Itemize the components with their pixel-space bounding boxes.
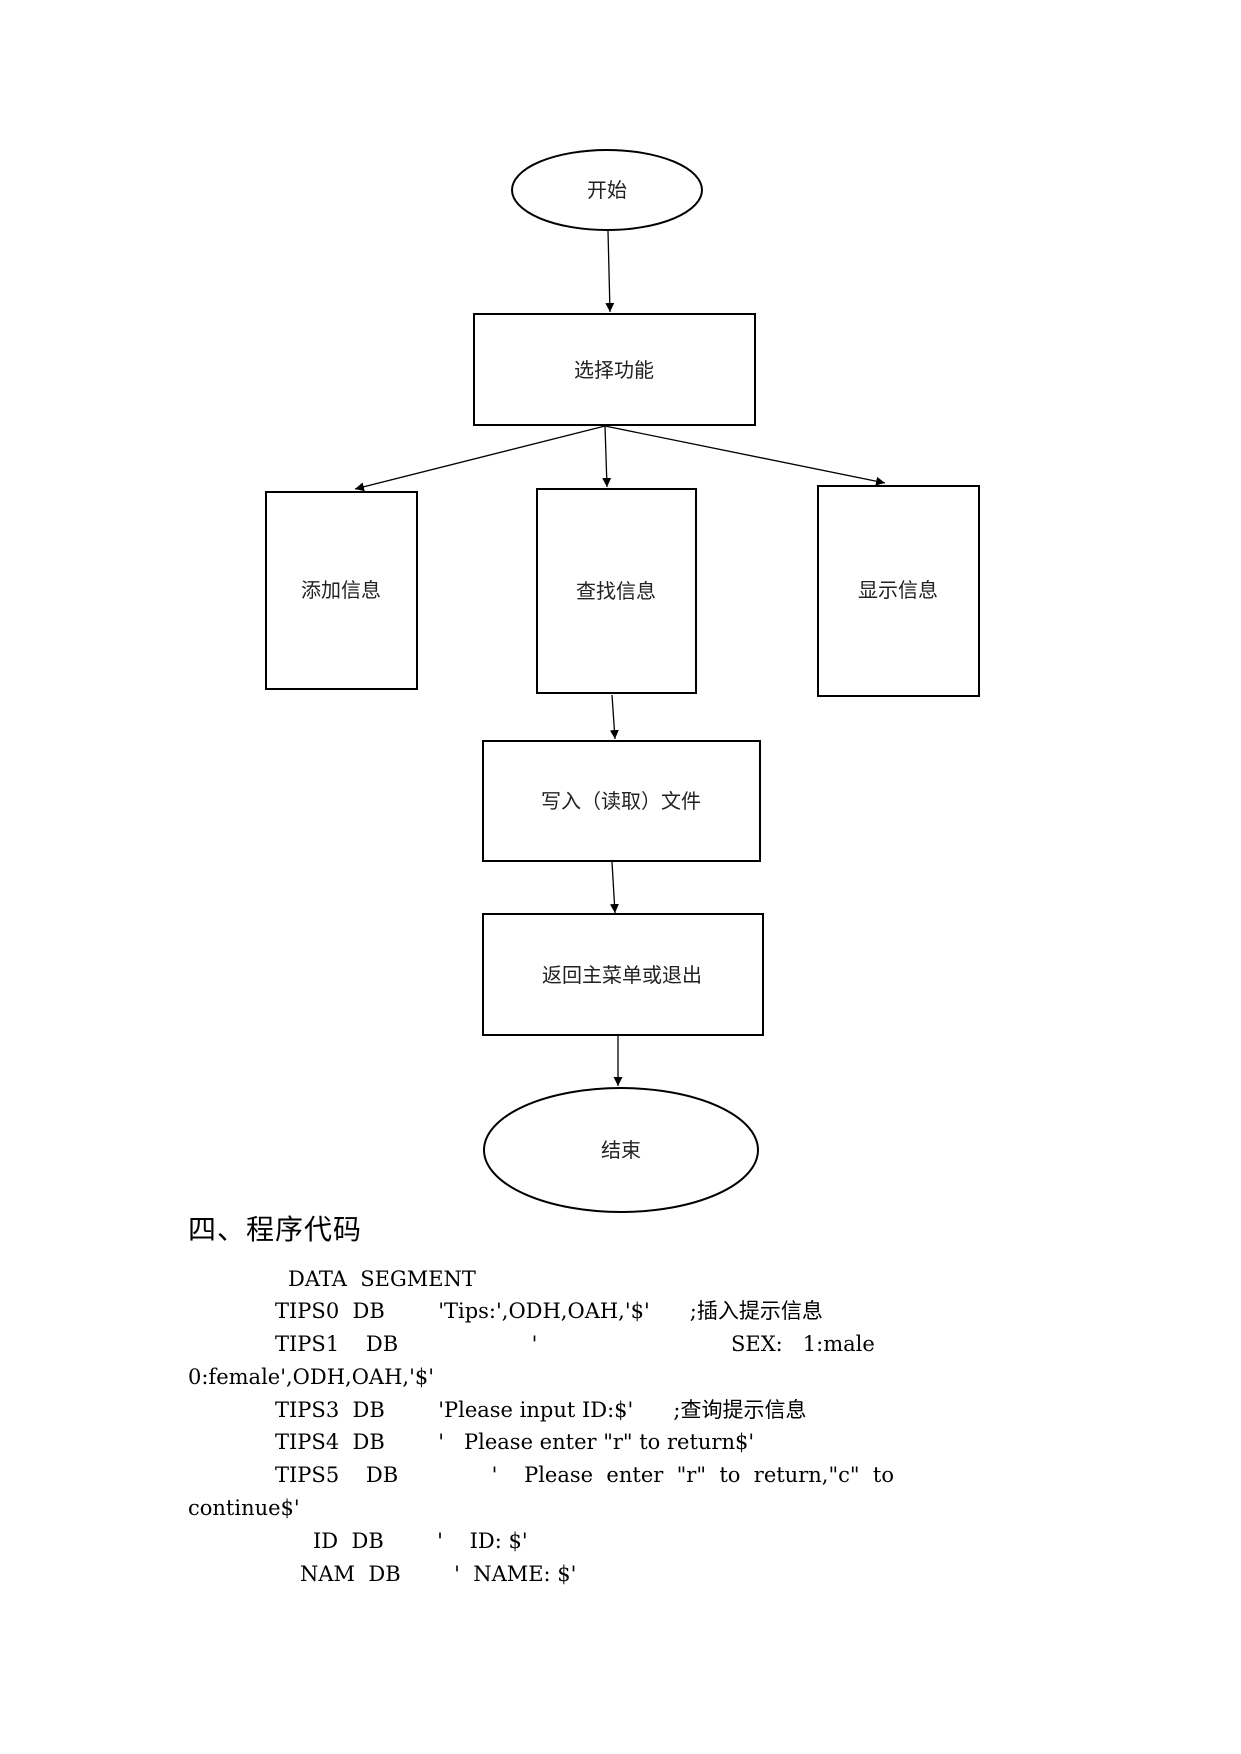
edge-start-to-select	[605, 230, 615, 313]
start-node: 开始	[511, 149, 703, 231]
file-io-label: 写入（读取）文件	[541, 789, 701, 813]
code-line: 0:female',ODH,OAH,'$'	[188, 1365, 434, 1389]
show-info-node: 显示信息	[817, 485, 980, 697]
find-info-node: 查找信息	[536, 488, 697, 694]
find-info-label: 查找信息	[576, 579, 656, 603]
code-line: TIPS5 DB ' Please enter "r" to return,"c…	[275, 1463, 894, 1487]
end-node-label: 结束	[601, 1138, 641, 1162]
return-or-exit-label: 返回主菜单或退出	[542, 963, 702, 987]
end-node: 结束	[483, 1087, 759, 1213]
code-line: TIPS4 DB ' Please enter "r" to return$'	[275, 1430, 755, 1454]
edge-file-to-back	[609, 861, 619, 914]
edge-select-to-find	[602, 425, 612, 488]
select-function-node: 选择功能	[473, 313, 756, 426]
code-line: TIPS3 DB 'Please input ID:$' ;查询提示信息	[275, 1398, 807, 1422]
edge-select-to-show	[604, 425, 886, 486]
code-line: TIPS0 DB 'Tips:',ODH,OAH,'$' ;插入提示信息	[275, 1299, 823, 1323]
flowchart-diagram: 开始 选择功能 添加信息 查找信息 显示信息 写入（读取）文件 返回主菜单或退出	[265, 149, 980, 1213]
start-node-label: 开始	[587, 178, 627, 202]
code-line: DATA SEGMENT	[288, 1267, 476, 1291]
file-io-node: 写入（读取）文件	[482, 740, 761, 862]
section-heading: 四、程序代码	[188, 1213, 363, 1246]
code-line: NAM DB ' NAME: $'	[300, 1562, 577, 1586]
return-or-exit-node: 返回主菜单或退出	[482, 913, 764, 1036]
add-info-label: 添加信息	[301, 578, 381, 602]
code-line: ID DB ' ID: $'	[313, 1529, 528, 1553]
edge-find-to-file	[609, 694, 619, 740]
code-line: continue$'	[188, 1496, 300, 1520]
select-function-label: 选择功能	[574, 358, 654, 382]
add-info-node: 添加信息	[265, 491, 418, 690]
show-info-label: 显示信息	[858, 578, 938, 602]
code-line: TIPS1 DB ' SEX: 1:male	[275, 1332, 875, 1356]
edge-select-to-add	[354, 425, 606, 492]
